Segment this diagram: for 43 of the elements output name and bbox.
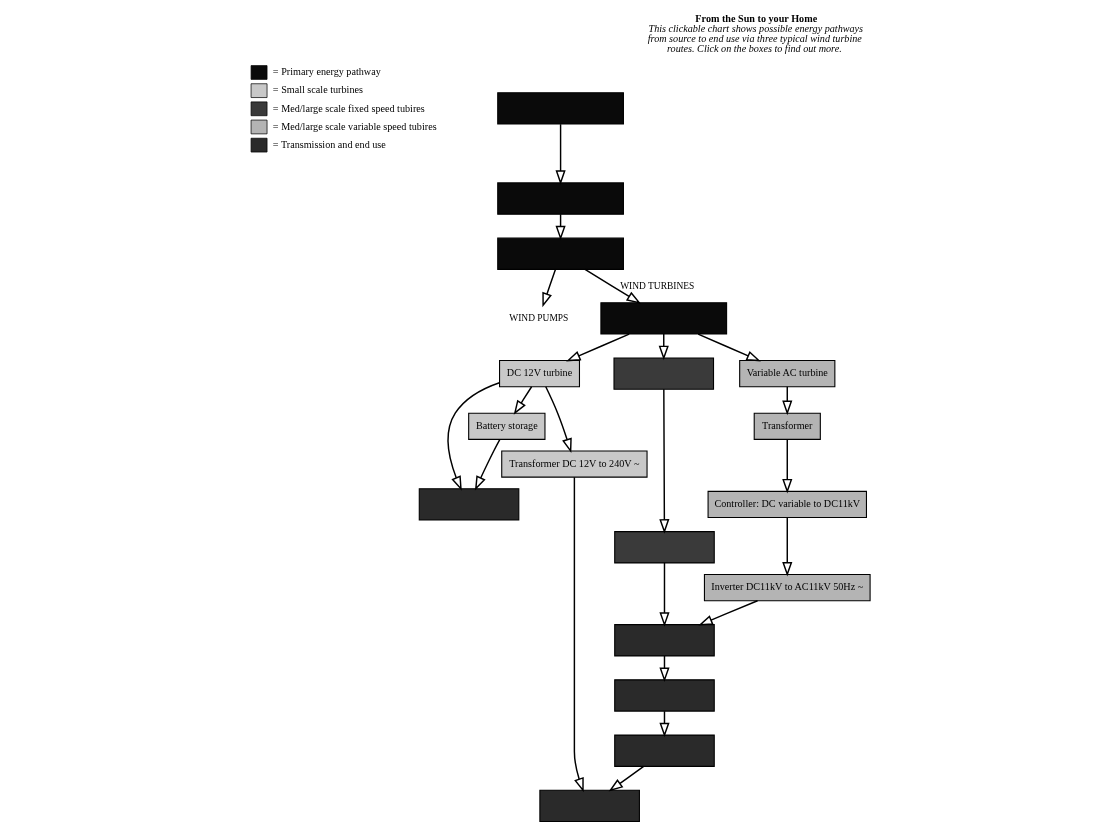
arrow xyxy=(513,386,533,415)
arrow xyxy=(698,600,759,626)
node-box xyxy=(497,92,624,125)
arrow xyxy=(542,268,557,308)
arrow xyxy=(782,438,793,494)
arrow xyxy=(697,333,761,362)
node-box xyxy=(614,531,715,564)
node-box: Battery storage xyxy=(468,412,546,440)
arrow xyxy=(659,388,670,534)
node-box xyxy=(497,182,624,215)
arrow xyxy=(782,516,793,577)
node-box: Inverter DC11kV to AC11kV 50Hz ~ xyxy=(703,573,871,602)
node-box xyxy=(497,237,624,270)
arrow xyxy=(584,268,641,304)
arrow xyxy=(545,386,572,453)
node-box xyxy=(600,302,728,335)
legend-label: = Small scale turbines xyxy=(272,84,363,96)
legend-label: = Med/large scale fixed speed tubires xyxy=(272,102,425,114)
arrow xyxy=(573,476,584,793)
node-box: Transformer xyxy=(753,412,821,440)
node-box: Controller: DC variable to DC11kV xyxy=(707,490,867,519)
node-box xyxy=(614,679,715,712)
node-box xyxy=(418,488,520,521)
diagram-title: From the Sun to your Home xyxy=(695,12,818,24)
legend-label: = Primary energy pathway xyxy=(272,66,381,78)
legend-label: = Transmission and end use xyxy=(272,138,386,150)
node-box: Variable AC turbine xyxy=(739,360,836,388)
node-box xyxy=(614,624,715,657)
arrow xyxy=(566,333,630,362)
edge-label: WIND TURBINES xyxy=(620,280,695,291)
node-text: WIND PUMPS xyxy=(509,312,569,323)
legend-label: = Med/large scale variable speed tubires xyxy=(272,120,437,132)
node-box xyxy=(539,789,640,823)
arrow xyxy=(555,123,566,185)
arrow xyxy=(474,438,501,491)
node-box: DC 12V turbine xyxy=(499,360,581,388)
arrow xyxy=(608,765,645,792)
caption: This clickable chart shows possible energy pathways from source to end use via three typical wind turbine routes. Click on the boxes to find out more. xyxy=(647,22,864,55)
node-box xyxy=(614,734,715,767)
arrow xyxy=(659,562,670,627)
arrow xyxy=(447,382,501,491)
node-box: Transformer DC 12V to 240V ~ xyxy=(501,450,648,478)
node-box xyxy=(613,357,715,390)
